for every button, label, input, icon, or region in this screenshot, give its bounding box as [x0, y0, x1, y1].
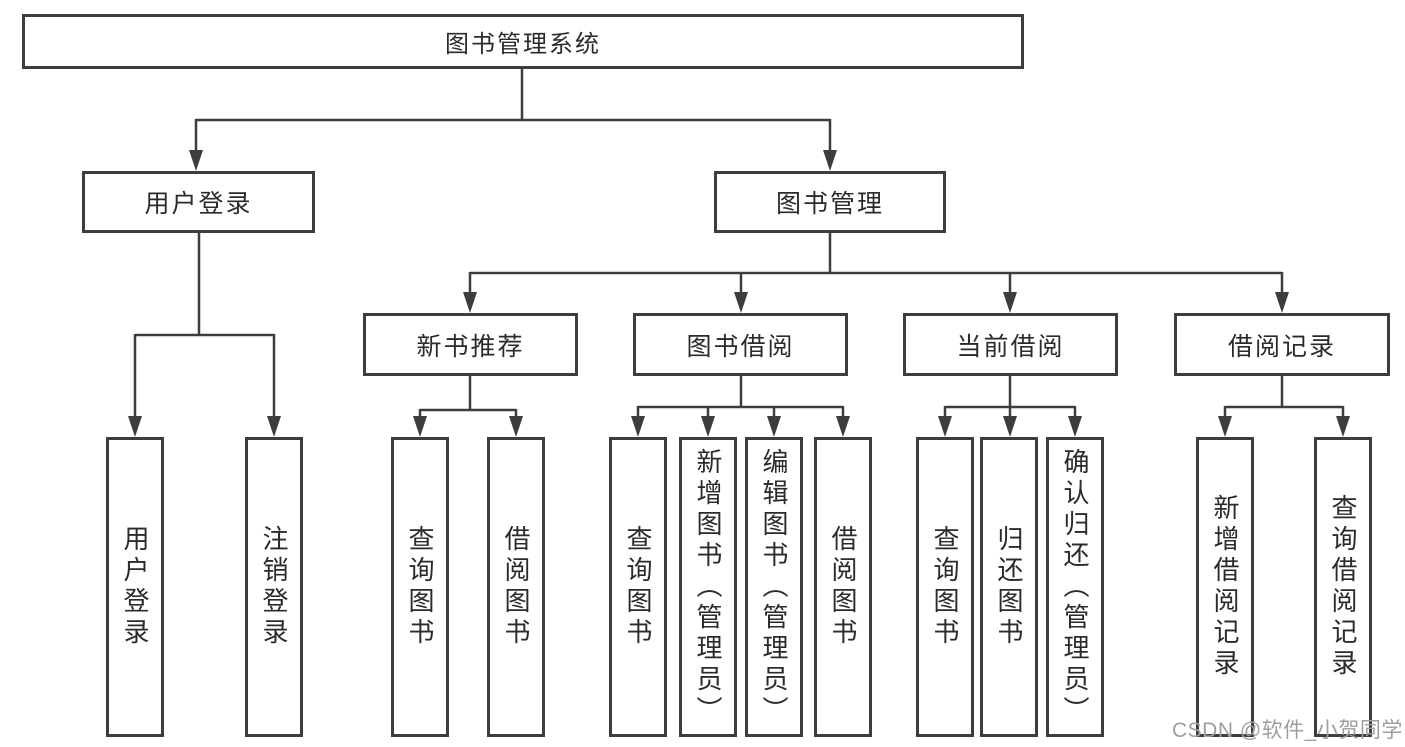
leaf-query-books-borrow: 查询图书	[609, 437, 667, 737]
connector-bookborrow-to-leaves	[636, 376, 845, 417]
leaf-query-borrow-record: 查询借阅记录	[1314, 437, 1372, 737]
node-label: 新增借阅记录	[1210, 494, 1240, 680]
node-current-borrowing: 当前借阅	[903, 313, 1118, 376]
node-label: 图书借阅	[686, 332, 795, 361]
node-label: 编辑图书（管理员）	[759, 447, 789, 727]
node-label: 图书管理	[775, 190, 884, 218]
node-label: 当前借阅	[956, 332, 1065, 361]
node-label: 确认归还（管理员）	[1060, 447, 1090, 727]
node-label: 新增图书（管理员）	[693, 447, 723, 727]
node-label: 归还图书	[994, 525, 1024, 649]
node-label: 查询图书	[930, 525, 960, 649]
node-user-login: 用户登录	[82, 171, 315, 233]
arrowheads	[128, 150, 1350, 437]
node-label: 查询借阅记录	[1328, 494, 1358, 680]
node-book-management: 图书管理	[714, 171, 946, 233]
leaf-confirm-return-admin: 确认归还（管理员）	[1046, 437, 1104, 737]
leaf-query-books-recommend: 查询图书	[391, 437, 449, 737]
node-label: 用户登录	[120, 525, 150, 649]
leaf-return-books: 归还图书	[980, 437, 1038, 737]
node-label: 图书管理系统	[445, 31, 601, 58]
node-label: 查询图书	[623, 525, 653, 649]
leaf-borrow-books-recommend: 借阅图书	[487, 437, 545, 737]
connector-newbook-to-leaves	[418, 376, 518, 417]
leaf-edit-books-admin: 编辑图书（管理员）	[745, 437, 803, 737]
connector-bookmgmt-to-level3	[468, 233, 1284, 293]
leaf-query-books-current: 查询图书	[916, 437, 974, 737]
node-label: 用户登录	[144, 190, 253, 218]
leaf-user-login: 用户登录	[106, 437, 164, 737]
node-book-borrowing: 图书借阅	[633, 313, 848, 376]
node-label: 查询图书	[405, 525, 435, 649]
connector-borrowrecord-to-leaves	[1223, 376, 1345, 417]
node-label: 新书推荐	[416, 332, 525, 361]
leaf-logout: 注销登录	[245, 437, 303, 737]
connector-root-to-level2	[194, 68, 832, 150]
node-library-management-system: 图书管理系统	[22, 14, 1024, 69]
node-label: 借阅图书	[501, 525, 531, 649]
node-borrowing-records: 借阅记录	[1174, 313, 1390, 376]
csdn-watermark: CSDN @软件_小贺同学	[1172, 719, 1403, 742]
node-label: 借阅记录	[1227, 332, 1336, 361]
node-label: 借阅图书	[828, 525, 858, 649]
leaf-add-borrow-record: 新增借阅记录	[1196, 437, 1254, 737]
connector-userlogin-to-leaves	[133, 233, 276, 417]
node-label: 注销登录	[259, 525, 289, 649]
leaf-borrow-books: 借阅图书	[814, 437, 872, 737]
leaf-add-books-admin: 新增图书（管理员）	[679, 437, 737, 737]
node-new-book-recommend: 新书推荐	[363, 313, 578, 376]
connector-currentborrow-to-leaves	[943, 376, 1077, 417]
